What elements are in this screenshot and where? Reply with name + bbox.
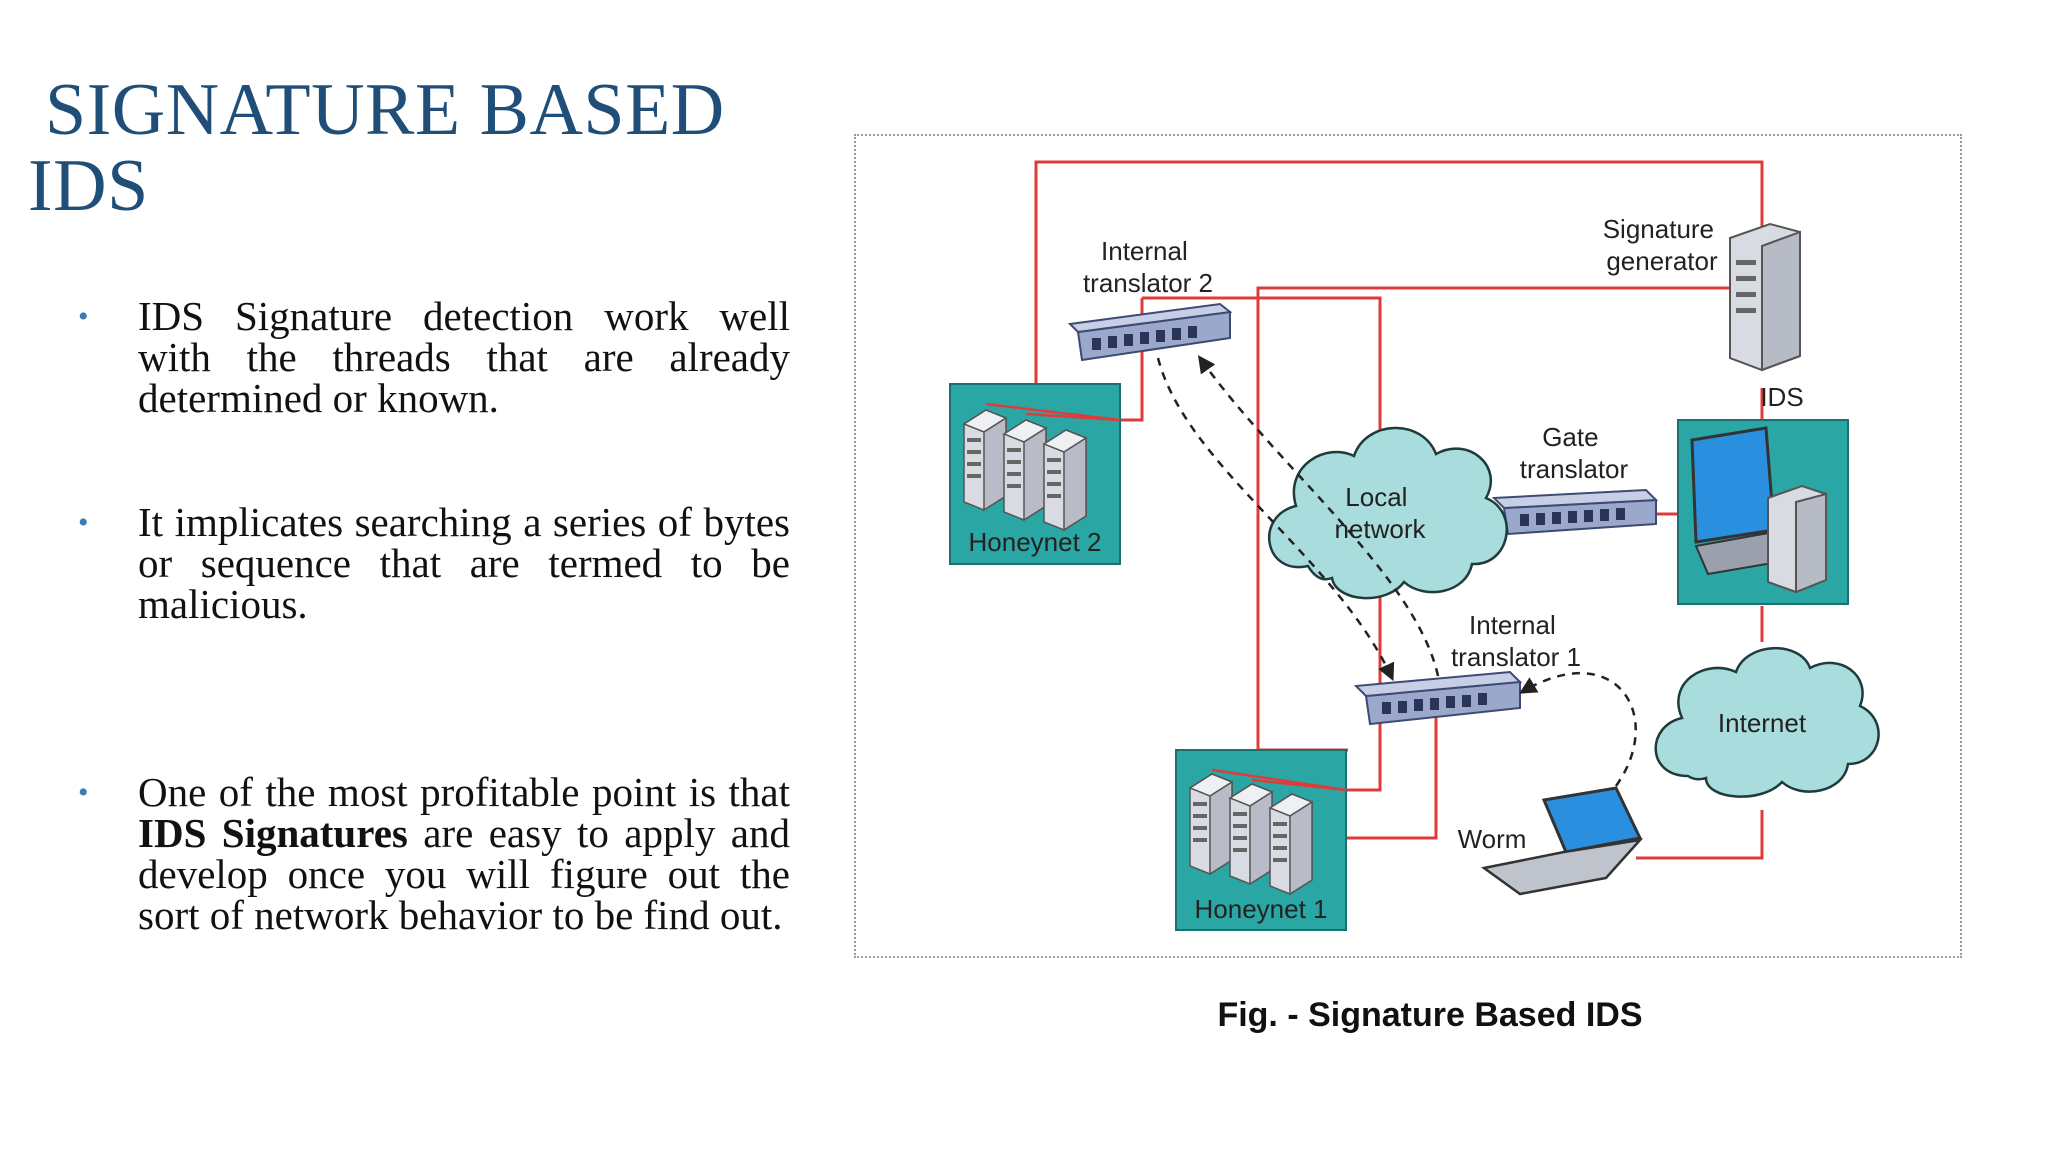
worm-propagation-paths bbox=[1156, 355, 1637, 787]
ids-node: IDS bbox=[1677, 382, 1849, 605]
ids-network-diagram: Honeynet 2 Internal translator 2 Signa bbox=[949, 160, 1880, 931]
bullet-text-3-bold: IDS Signatures bbox=[138, 810, 408, 856]
figure-caption: Fig. - Signature Based IDS bbox=[1217, 996, 1643, 1034]
bullet-marker: • bbox=[78, 776, 89, 809]
bullet-item-3: • One of the most profitable point is th… bbox=[78, 772, 790, 936]
slide-title: SIGNATURE BASED IDS bbox=[28, 72, 788, 224]
internal-translator-1-switch: Internal translator 1 bbox=[1353, 610, 1581, 726]
honeynet-2-label: Honeynet 2 bbox=[969, 527, 1102, 557]
internet-cloud: Internet bbox=[1654, 646, 1880, 798]
bullet-marker: • bbox=[78, 300, 89, 333]
gate-translator-label: Gate translator bbox=[1520, 422, 1629, 484]
bullet-text-1: IDS Signature detection work well with t… bbox=[138, 293, 790, 421]
worm-label: Worm bbox=[1458, 824, 1527, 854]
bullet-text-2: It implicates searching a series of byte… bbox=[138, 499, 790, 627]
local-network-cloud: Local network bbox=[1268, 426, 1508, 600]
internal-translator-1-label: Internal translator 1 bbox=[1451, 610, 1581, 672]
bullet-marker: • bbox=[78, 506, 89, 539]
internet-label: Internet bbox=[1718, 708, 1807, 738]
bullet-text-3: One of the most profitable point is that… bbox=[138, 772, 790, 936]
ids-label: IDS bbox=[1760, 382, 1803, 412]
internal-translator-2-label: Internal translator 2 bbox=[1083, 236, 1213, 298]
ids-diagram-figure: Honeynet 2 Internal translator 2 Signa bbox=[854, 134, 1962, 958]
internal-translator-2-switch: Internal translator 2 bbox=[1067, 236, 1233, 362]
bullet-text-3-start: One of the most profitable point is that bbox=[138, 769, 790, 815]
honeynet-1-node: Honeynet 1 bbox=[1175, 749, 1347, 931]
local-network-label: Local network bbox=[1334, 482, 1426, 544]
bullet-item-1: • IDS Signature detection work well with… bbox=[78, 296, 790, 419]
honeynet-2-node: Honeynet 2 bbox=[949, 383, 1121, 565]
title-line-1: SIGNATURE BASED bbox=[45, 69, 725, 151]
bullet-item-2: • It implicates searching a series of by… bbox=[78, 502, 790, 625]
title-line-2: IDS bbox=[28, 145, 149, 227]
signature-generator-node: Signature generator bbox=[1603, 214, 1801, 372]
bullet-text-3-end: are easy to apply and develop once you w… bbox=[138, 810, 790, 938]
gate-translator-switch: Gate translator bbox=[1491, 422, 1659, 536]
honeynet-1-label: Honeynet 1 bbox=[1195, 894, 1328, 924]
worm-laptop: Worm bbox=[1458, 786, 1644, 896]
signature-generator-label: Signature generator bbox=[1603, 214, 1722, 276]
